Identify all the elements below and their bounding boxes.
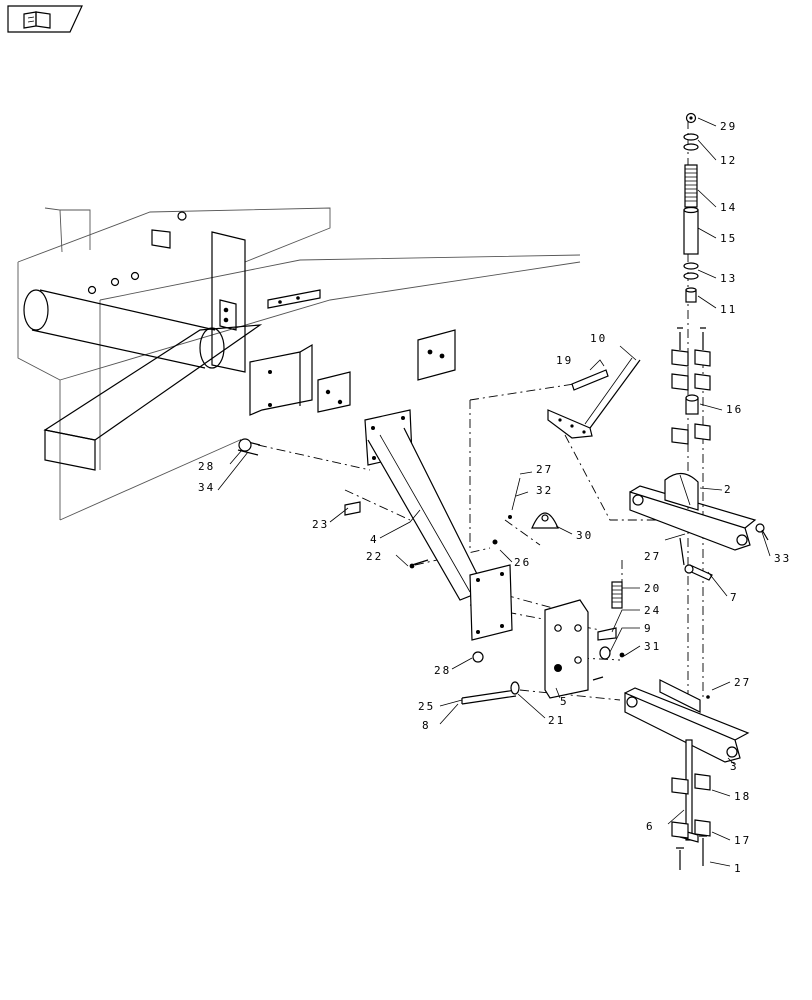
callout-7: 7: [730, 591, 739, 604]
callout-30: 30: [576, 529, 593, 542]
machine-frame: [17, 207, 581, 521]
callout-16: 16: [726, 403, 743, 416]
callout-8: 8: [422, 719, 431, 732]
callout-19: 19: [556, 354, 573, 367]
nav-tab-button[interactable]: [7, 5, 83, 33]
callout-17: 17: [734, 834, 751, 847]
callout-labels: 29 12 14 15 13 11 16 10 19 2 33 27 27 32…: [198, 120, 791, 875]
callout-22: 22: [366, 550, 383, 563]
book-open-icon: [23, 11, 51, 29]
callout-3: 3: [730, 760, 739, 773]
spring-20: [611, 581, 623, 609]
callout-15: 15: [720, 232, 737, 245]
callout-18: 18: [734, 790, 751, 803]
bolt-7: [684, 564, 713, 581]
clamp-stack-upper: [671, 327, 711, 445]
tube-arm: [364, 409, 513, 641]
mount-plate: [249, 343, 313, 416]
callout-28b: 28: [434, 664, 451, 677]
callout-2: 2: [724, 483, 733, 496]
callout-31: 31: [644, 640, 661, 653]
callout-24: 24: [644, 604, 661, 617]
callout-26: 26: [514, 556, 531, 569]
callout-4: 4: [370, 533, 379, 546]
callout-27c: 27: [734, 676, 751, 689]
pin-8: [461, 681, 520, 705]
upper-arm-2: [629, 472, 769, 566]
callout-14: 14: [720, 201, 737, 214]
callout-25: 25: [418, 700, 435, 713]
callout-32: 32: [536, 484, 553, 497]
callout-29: 29: [720, 120, 737, 133]
callout-12: 12: [720, 154, 737, 167]
callout-28a: 28: [198, 460, 215, 473]
callout-9: 9: [644, 622, 653, 635]
pivot-plate: [544, 599, 589, 699]
callout-33: 33: [774, 552, 791, 565]
callout-5: 5: [560, 695, 569, 708]
lever-10: [547, 357, 641, 439]
callout-6: 6: [646, 820, 655, 833]
callout-27a: 27: [644, 550, 661, 563]
spring-stack: [683, 112, 699, 303]
clamp-stack-lower: [671, 773, 711, 870]
callout-13: 13: [720, 272, 737, 285]
callout-1: 1: [734, 862, 743, 875]
callout-27b: 27: [536, 463, 553, 476]
callout-34: 34: [198, 481, 215, 494]
clip-30: [531, 512, 559, 529]
callout-20: 20: [644, 582, 661, 595]
callout-23: 23: [312, 518, 329, 531]
callout-10: 10: [590, 332, 607, 345]
bolts: [237, 438, 625, 681]
lower-arm-3: [624, 679, 750, 763]
callout-21: 21: [548, 714, 565, 727]
callout-11: 11: [720, 303, 737, 316]
leader-lines: [217, 117, 771, 867]
